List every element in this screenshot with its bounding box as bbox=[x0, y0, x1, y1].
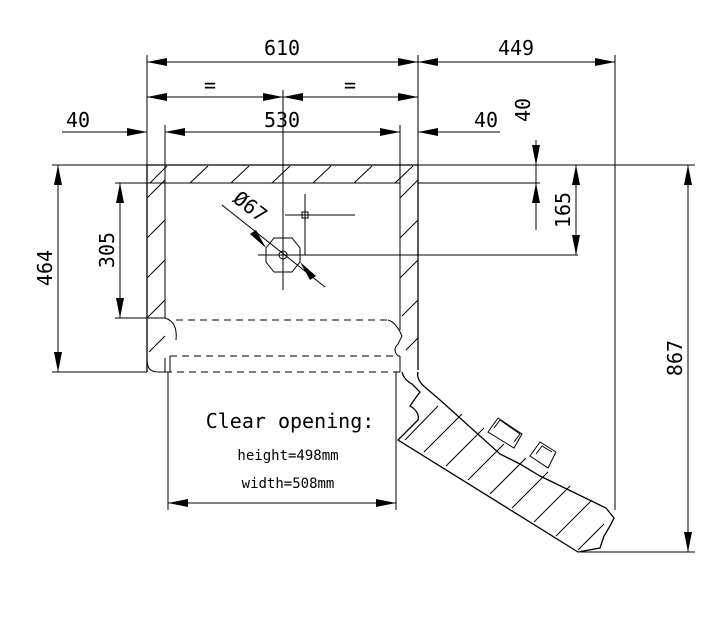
label-equal-left: = bbox=[204, 73, 216, 97]
clear-opening-height: height=498mm bbox=[237, 448, 338, 464]
label-inner-height: 305 bbox=[95, 232, 119, 268]
label-door-swing: 449 bbox=[498, 36, 534, 60]
label-hole-diameter: Ø67 bbox=[229, 186, 272, 227]
label-overall-width: 610 bbox=[264, 36, 300, 60]
clear-opening-width: width=508mm bbox=[242, 476, 335, 492]
door-panel bbox=[396, 371, 615, 553]
label-wall-left: 40 bbox=[66, 108, 90, 132]
clear-opening-title: Clear opening: bbox=[206, 409, 375, 433]
clear-opening-note: Clear opening: height=498mm width=508mm bbox=[206, 409, 375, 492]
label-outer-height: 464 bbox=[33, 250, 57, 286]
dimension-labels: 610 449 = = 530 40 40 40 165 464 305 867… bbox=[33, 36, 687, 376]
label-equal-right: = bbox=[344, 73, 356, 97]
label-hole-offset: 165 bbox=[551, 192, 575, 228]
arrowheads bbox=[54, 58, 692, 552]
label-inner-width: 530 bbox=[264, 108, 300, 132]
wall-hatching bbox=[146, 165, 419, 353]
label-top-wall: 40 bbox=[511, 98, 535, 122]
label-total-height: 867 bbox=[663, 340, 687, 376]
label-wall-right: 40 bbox=[474, 108, 498, 132]
dimension-lines bbox=[52, 55, 695, 553]
